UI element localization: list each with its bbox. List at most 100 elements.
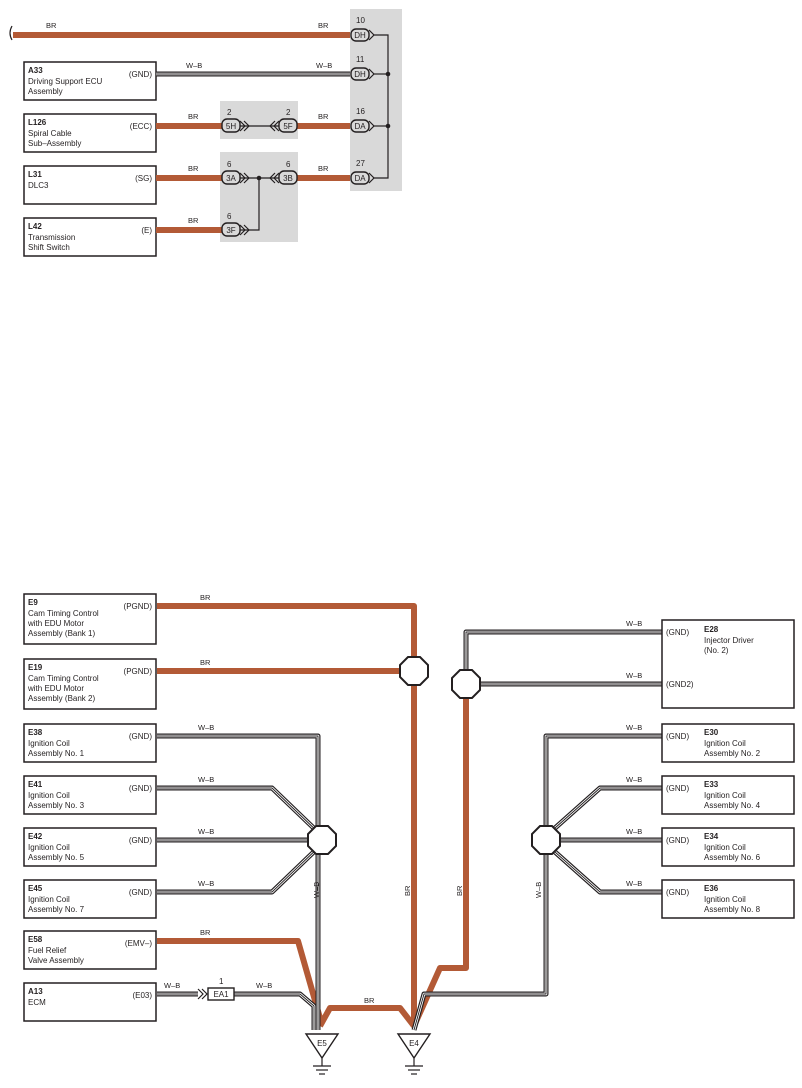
component-code: E58 [28, 935, 43, 944]
component-code: E34 [704, 832, 719, 841]
component-code: E45 [28, 884, 43, 893]
component-box-a13 [23, 982, 157, 1022]
component-name: Assembly No. 1 [28, 749, 85, 758]
component-name: Assembly No. 4 [704, 801, 761, 810]
chevron-right-icon [239, 224, 246, 236]
component-name: Assembly No. 8 [704, 905, 761, 914]
component-name: Transmission [28, 233, 75, 242]
pin-label: (GND) [129, 836, 152, 845]
connector-pin-number: 27 [356, 159, 365, 168]
component-name: Assembly No. 3 [28, 801, 85, 810]
wire-label: BR [318, 164, 329, 173]
svg-text:DH: DH [354, 70, 366, 79]
chevron-right-icon [197, 988, 204, 1000]
component-name: Ignition Coil [704, 739, 746, 748]
component-box-e41 [23, 775, 157, 815]
component-box-a33 [23, 61, 157, 101]
component-code: E28 [704, 625, 719, 634]
component-name: Ignition Coil [704, 895, 746, 904]
component-name: Cam Timing Control [28, 674, 99, 683]
connector-3f [221, 222, 241, 237]
wire-label: W–B [626, 723, 642, 732]
chevron-right-icon [239, 120, 246, 132]
svg-text:3F: 3F [226, 226, 235, 235]
connector-pin-number: 2 [227, 108, 232, 117]
component-box-e36 [661, 879, 795, 919]
component-box-l31 [23, 165, 157, 205]
pin-label: (GND) [666, 888, 689, 897]
right-wb-wires [411, 629, 662, 1031]
wire-label: BR [455, 885, 464, 896]
component-code: E41 [28, 780, 43, 789]
pin-label: (GND) [666, 784, 689, 793]
connector-pin-number: 6 [227, 160, 232, 169]
connector-pin-number: 16 [356, 107, 365, 116]
splice-right-coils [531, 825, 561, 855]
component-name: Ignition Coil [28, 739, 70, 748]
wire-right-br [411, 684, 469, 1028]
component-code: E9 [28, 598, 38, 607]
wire-label: W–B [198, 827, 214, 836]
wire-label: W–B [198, 723, 214, 732]
chevron-right-icon [239, 172, 246, 184]
wire-label: W–B [312, 882, 321, 898]
connector-5f [278, 118, 298, 133]
ground-icon [396, 1033, 432, 1060]
left-wb-wires [157, 733, 324, 1030]
svg-text:E4: E4 [409, 1039, 419, 1048]
component-name: Ignition Coil [704, 843, 746, 852]
component-box-e28 [661, 619, 795, 709]
wire-label: W–B [256, 981, 272, 990]
wire-label: W–B [186, 61, 202, 70]
splice-left-coils [307, 825, 337, 855]
wire-label: W–B [626, 671, 642, 680]
component-box-l126 [23, 113, 157, 153]
component-name: Assembly No. 5 [28, 853, 85, 862]
svg-text:3B: 3B [283, 174, 293, 183]
pin-label: (EMV–) [125, 939, 152, 948]
component-name: with EDU Motor [27, 684, 84, 693]
wire-label: W–B [198, 879, 214, 888]
junction-dot [385, 123, 391, 129]
wire-label: BR [188, 216, 199, 225]
pin-label: (GND) [129, 70, 152, 79]
connector-dh [350, 28, 370, 42]
component-name: (No. 2) [704, 646, 729, 655]
svg-text:EA1: EA1 [213, 990, 229, 999]
connector-dh [350, 67, 370, 81]
component-code: L42 [28, 222, 42, 231]
component-box-l42 [23, 217, 157, 257]
connector-ea1 [207, 987, 235, 1001]
splice-e28 [451, 669, 481, 699]
component-box-e34 [661, 827, 795, 867]
wire-label: BR [188, 164, 199, 173]
wire-label: W–B [626, 827, 642, 836]
wire-label: W–B [316, 61, 332, 70]
component-code: E19 [28, 663, 43, 672]
component-name: Cam Timing Control [28, 609, 99, 618]
component-name: Injector Driver [704, 636, 754, 645]
component-name: with EDU Motor [27, 619, 84, 628]
pin-label: (E03) [132, 991, 152, 1000]
svg-text:DA: DA [354, 122, 366, 131]
svg-text:DA: DA [354, 174, 366, 183]
wire-e9-br [157, 603, 417, 1022]
connector-pin-number: 10 [356, 16, 365, 25]
wire-label: BR [318, 112, 329, 121]
component-name: Assembly No. 2 [704, 749, 761, 758]
bottom-section: EA1 1 W–B W–B W–B BR BR W–B BR BR BR W–B… [23, 593, 795, 1075]
component-name: Valve Assembly [28, 956, 84, 965]
connector-pin-number: 11 [356, 55, 365, 64]
component-code: L31 [28, 170, 42, 179]
svg-text:5F: 5F [283, 122, 292, 131]
component-box-e9 [23, 593, 157, 645]
component-code: A13 [28, 987, 43, 996]
connector-3b [278, 170, 298, 185]
wire-bottom-br [317, 1005, 417, 1028]
pin-label: (PGND) [124, 602, 153, 611]
wire-label: BR [46, 21, 57, 30]
component-name: Spiral Cable [28, 129, 72, 138]
pin-label: (GND) [666, 836, 689, 845]
component-name: Assembly (Bank 2) [28, 694, 95, 703]
